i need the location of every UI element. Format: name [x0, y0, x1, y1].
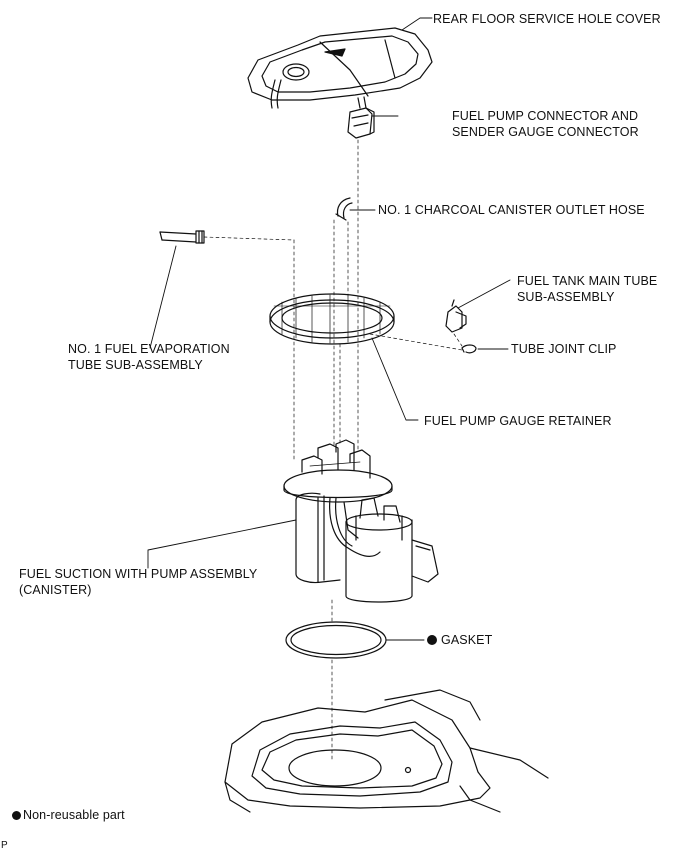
fuel-pump-connector	[347, 107, 375, 139]
label-gasket-text: GASKET	[441, 633, 493, 647]
label-fuel-pump-connector-line1: FUEL PUMP CONNECTOR AND	[452, 109, 639, 123]
legend-text: Non-reusable part	[23, 808, 125, 822]
label-fuel-tank-main-tube-line2: SUB-ASSEMBLY	[517, 290, 615, 304]
label-fuel-pump-connector-line2: SENDER GAUGE CONNECTOR	[452, 125, 639, 139]
assembly-guide-lines	[203, 139, 463, 761]
non-reusable-dot-icon	[427, 635, 437, 645]
rear-floor-service-hole-cover	[247, 27, 433, 109]
label-fuel-evaporation-tube-line1: NO. 1 FUEL EVAPORATION	[68, 342, 230, 356]
fuel-pump-gauge-retainer	[269, 293, 395, 345]
label-fuel-evaporation-tube-line2: TUBE SUB-ASSEMBLY	[68, 358, 203, 372]
label-rear-floor-service-hole-cover: REAR FLOOR SERVICE HOLE COVER	[433, 12, 661, 26]
label-fuel-tank-main-tube-line1: FUEL TANK MAIN TUBE	[517, 274, 658, 288]
fuel-tank-main-tube	[445, 299, 467, 333]
legend-non-reusable: Non-reusable part	[12, 807, 125, 823]
label-gasket: GASKET	[427, 632, 492, 648]
label-fuel-suction-pump-assembly-line1: FUEL SUCTION WITH PUMP ASSEMBLY	[19, 567, 258, 581]
label-tube-joint-clip: TUBE JOINT CLIP	[511, 342, 617, 356]
label-fuel-evaporation-tube: NO. 1 FUEL EVAPORATION TUBE SUB-ASSEMBLY	[68, 341, 230, 373]
fuel-tank-top-surface	[224, 689, 549, 813]
label-fuel-suction-pump-assembly-line2: (CANISTER)	[19, 583, 92, 597]
charcoal-canister-outlet-hose	[335, 197, 353, 221]
fuel-evaporation-tube	[159, 230, 205, 244]
label-charcoal-canister-outlet-hose: NO. 1 CHARCOAL CANISTER OUTLET HOSE	[378, 203, 645, 217]
tube-joint-clip	[461, 344, 477, 354]
corner-mark: P	[1, 840, 8, 851]
leader-lines	[147, 17, 511, 641]
fuel-suction-pump-assembly	[283, 439, 439, 603]
label-fuel-tank-main-tube: FUEL TANK MAIN TUBE SUB-ASSEMBLY	[517, 273, 657, 305]
label-fuel-pump-gauge-retainer: FUEL PUMP GAUGE RETAINER	[424, 414, 612, 428]
label-fuel-pump-connector: FUEL PUMP CONNECTOR AND SENDER GAUGE CON…	[452, 108, 639, 140]
gasket	[285, 621, 387, 659]
non-reusable-dot-icon	[12, 811, 21, 820]
label-fuel-suction-pump-assembly: FUEL SUCTION WITH PUMP ASSEMBLY (CANISTE…	[19, 566, 257, 598]
